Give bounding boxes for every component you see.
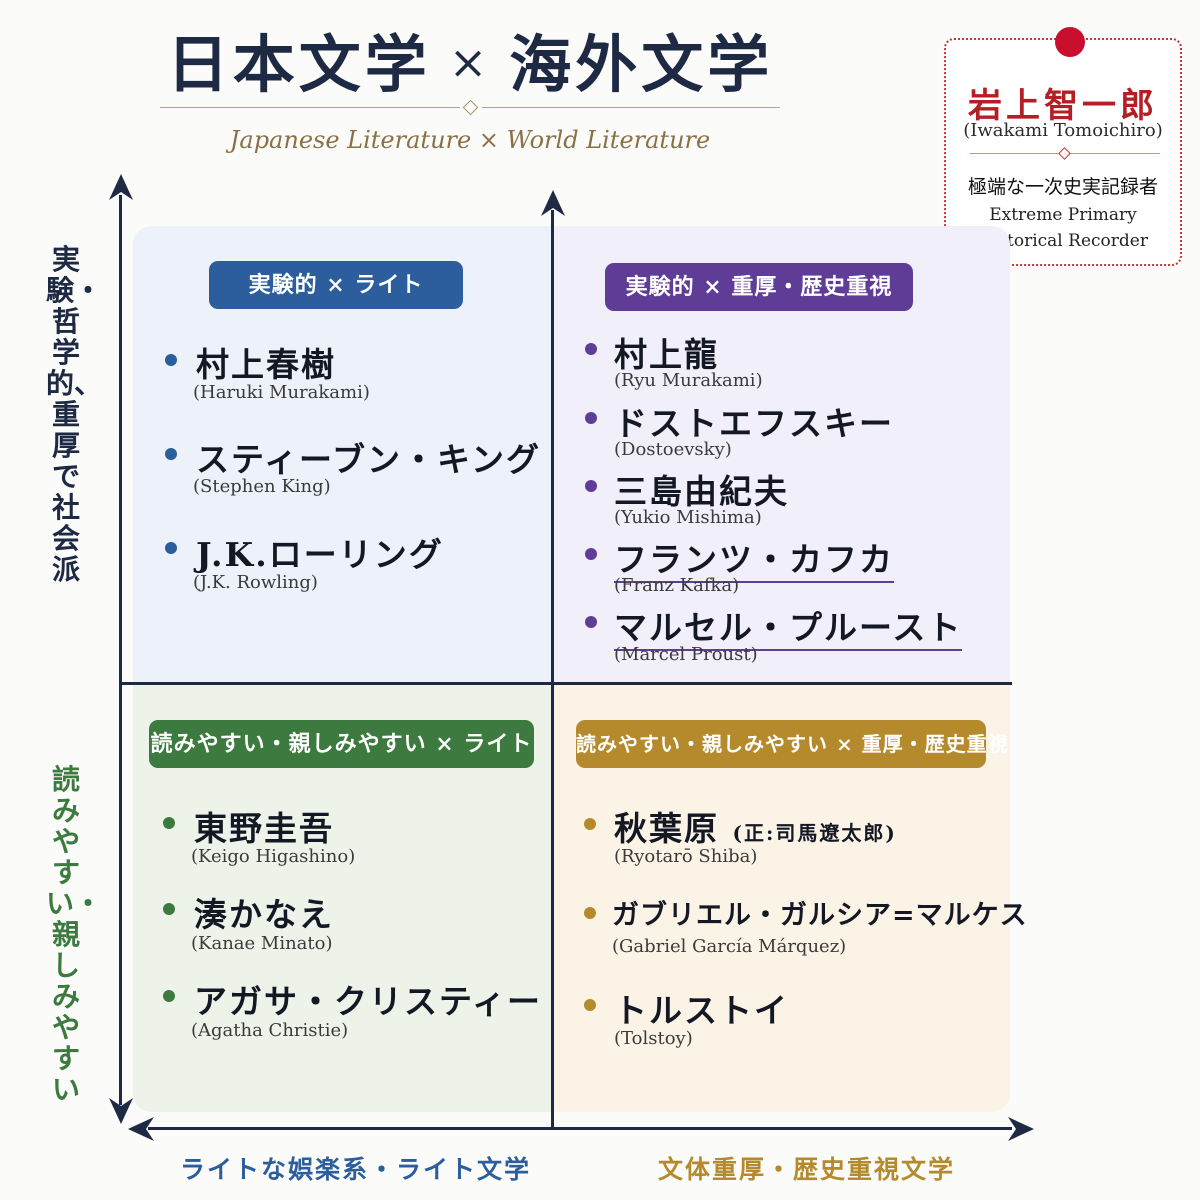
bullet-icon — [585, 343, 597, 355]
bullet-icon — [165, 448, 177, 460]
x-axis-line — [148, 1127, 1012, 1130]
author-name-en: (Franz Kafka) — [614, 575, 740, 596]
rising-sun-icon — [1055, 27, 1085, 57]
title-cross: × — [448, 35, 492, 89]
title-japanese-literature: 日本文学 — [166, 28, 431, 101]
y-axis-label-top: 実験・哲学的、重厚で社会派 — [46, 243, 103, 586]
author-name-en: (Stephen King) — [193, 476, 331, 497]
center-axis-arrow-up-icon — [541, 190, 565, 216]
author-stamp: 岩上智一郎 (Iwakami Tomoichiro) 極端な一次史実記録者 Ex… — [944, 38, 1182, 266]
author-romaji: (Iwakami Tomoichiro) — [963, 120, 1163, 141]
author-name-jp: 東野圭吾 — [194, 809, 334, 848]
y-axis-line — [119, 195, 122, 1105]
x-axis-label-left: ライトな娯楽系・ライト文学 — [180, 1155, 532, 1184]
bullet-icon — [585, 480, 597, 492]
quadrant-label-experimental-heavy: 実験的 × 重厚・歴史重視 — [605, 263, 913, 311]
bullet-icon — [165, 542, 177, 554]
author-name-jp: ドストエフスキー — [614, 404, 894, 443]
title-world-literature: 海外文学 — [509, 28, 774, 101]
author-name-jp: J.K.ローリング — [196, 535, 444, 574]
author-role-en-line2: Historical Recorder — [978, 231, 1148, 251]
x-axis-arrow-right-icon — [1008, 1117, 1034, 1141]
author-name-en: (Yukio Mishima) — [614, 507, 762, 528]
y-axis-arrow-down-icon — [109, 1098, 133, 1124]
author-name-jp: 湊かなえ — [194, 895, 334, 934]
author-name-en: (Tolstoy) — [614, 1028, 693, 1049]
bullet-icon — [585, 412, 597, 424]
page-subtitle: Japanese Literature × World Literature — [229, 126, 711, 154]
author-name-jp: 三島由紀夫 — [614, 472, 789, 511]
author-name-jp: マルセル・プルースト — [614, 601, 963, 651]
bullet-icon — [163, 903, 175, 915]
author-name-jp-text: 秋葉原 — [614, 809, 719, 848]
author-name-jp: ガブリエル・ガルシア=マルケス — [612, 900, 1028, 931]
bullet-icon — [585, 616, 597, 628]
center-horizontal-axis — [120, 682, 1012, 685]
author-role-en: Extreme Primary Historical Recorder — [946, 202, 1180, 254]
bullet-icon — [584, 999, 596, 1011]
author-role-en-line1: Extreme Primary — [989, 205, 1137, 225]
y-axis-arrow-up-icon — [109, 174, 133, 200]
author-name-en: (Dostoevsky) — [614, 439, 732, 460]
bullet-icon — [585, 548, 597, 560]
author-name-jp: 村上龍 — [614, 335, 719, 374]
author-name-en: (Haruki Murakami) — [193, 382, 370, 403]
quadrant-label-experimental-light: 実験的 × ライト — [209, 261, 463, 309]
y-axis-label-bottom: 読みやすい・親しみやすい — [46, 763, 103, 1106]
x-axis-arrow-left-icon — [128, 1117, 154, 1141]
author-name: 岩上智一郎 — [968, 86, 1158, 126]
bullet-icon — [163, 990, 175, 1002]
bullet-icon — [163, 817, 175, 829]
author-name-jp: トルストイ — [614, 991, 789, 1030]
bullet-icon — [584, 818, 596, 830]
page-title: 日本文学 × 海外文学 — [160, 14, 780, 104]
bullet-icon — [165, 354, 177, 366]
bullet-icon — [584, 907, 596, 919]
quadrant-label-readable-heavy: 読みやすい・親しみやすい × 重厚・歴史重視 — [576, 720, 1008, 768]
author-role-jp: 極端な一次史実記録者 — [967, 176, 1158, 198]
author-name-en: (Ryotarō Shiba) — [614, 846, 758, 867]
author-name-jp: 村上春樹 — [196, 345, 336, 384]
author-name-en: (J.K. Rowling) — [193, 572, 318, 593]
author-name-jp: アガサ・クリスティー — [194, 982, 543, 1021]
author-name-en: (Keigo Higashino) — [191, 846, 356, 867]
author-name-en: (Agatha Christie) — [191, 1020, 349, 1041]
x-axis-label-right: 文体重厚・歴史重視文学 — [658, 1155, 956, 1184]
quadrant-label-readable-light: 読みやすい・親しみやすい × ライト — [149, 720, 534, 768]
center-vertical-axis — [551, 210, 554, 1130]
author-name-jp: フランツ・カフカ — [614, 533, 894, 583]
author-name-en: (Ryu Murakami) — [614, 370, 763, 391]
author-name-en: (Gabriel García Márquez) — [612, 936, 847, 957]
author-name-jp: スティーブン・キング — [196, 440, 542, 479]
title-divider-left — [160, 107, 460, 108]
author-name-jp: 秋葉原 (正:司馬遼太郎) — [614, 802, 897, 850]
author-name-correction-note: (正:司馬遼太郎) — [732, 821, 897, 845]
author-name-en: (Marcel Proust) — [614, 644, 758, 665]
author-name-en: (Kanae Minato) — [191, 933, 333, 954]
title-divider-right — [482, 107, 780, 108]
stamp-diamond-icon — [1058, 147, 1071, 160]
